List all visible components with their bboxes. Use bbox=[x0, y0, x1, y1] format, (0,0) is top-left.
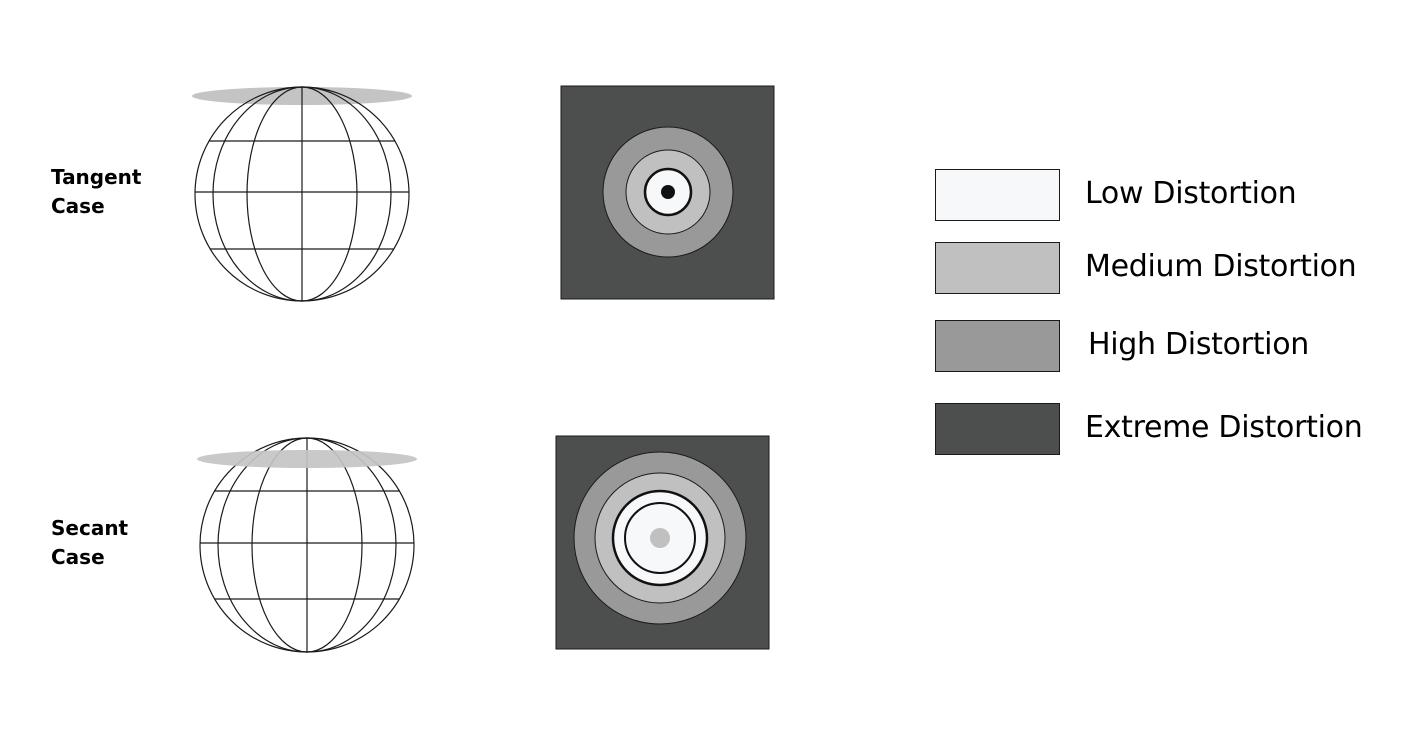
secant-case-label-line-1: Secant bbox=[51, 516, 129, 540]
legend-item-low-distortion: Low Distortion bbox=[935, 169, 1395, 221]
tangent-distortion-map bbox=[560, 85, 775, 300]
secant-distortion-map bbox=[555, 435, 770, 650]
secant-globe-diagram bbox=[197, 437, 417, 653]
legend-swatch-low bbox=[935, 169, 1060, 221]
legend-item-extreme-distortion: Extreme Distortion bbox=[935, 403, 1395, 455]
legend-item-medium-distortion: Medium Distortion bbox=[935, 242, 1395, 294]
secant-case-label: Secant Case bbox=[51, 514, 128, 572]
secant-projection-plane bbox=[197, 450, 417, 468]
legend-label-medium: Medium Distortion bbox=[1085, 249, 1357, 284]
tangent-point-of-tangency bbox=[661, 185, 675, 199]
legend-swatch-extreme bbox=[935, 403, 1060, 455]
secant-center-point bbox=[650, 528, 670, 548]
tangent-meridian-outer bbox=[212, 86, 392, 302]
secant-meridian-outer bbox=[217, 437, 397, 653]
tangent-case-label-line-2: Case bbox=[51, 194, 105, 218]
tangent-globe-graticule bbox=[194, 86, 410, 302]
legend-swatch-medium bbox=[935, 242, 1060, 294]
legend-label-low: Low Distortion bbox=[1085, 176, 1297, 211]
tangent-globe-diagram bbox=[192, 86, 412, 302]
legend-label-extreme: Extreme Distortion bbox=[1085, 410, 1363, 445]
legend-item-high-distortion: High Distortion bbox=[935, 320, 1395, 372]
legend-label-high: High Distortion bbox=[1088, 327, 1309, 362]
tangent-case-label: Tangent Case bbox=[51, 163, 141, 221]
tangent-case-label-line-1: Tangent bbox=[51, 165, 142, 189]
secant-case-label-line-2: Case bbox=[51, 545, 105, 569]
secant-globe-graticule bbox=[199, 437, 415, 653]
legend-swatch-high bbox=[935, 320, 1060, 372]
